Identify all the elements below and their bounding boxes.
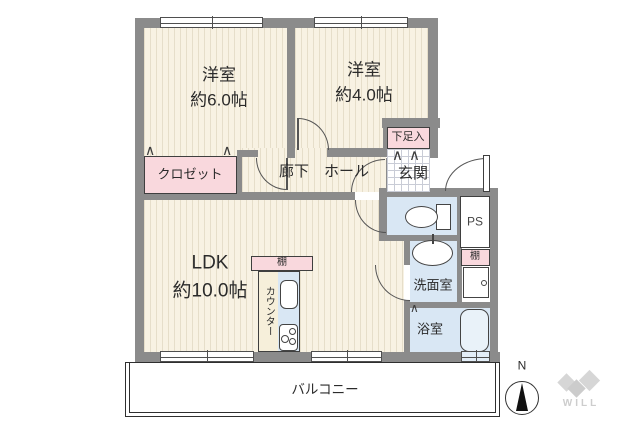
logo-text: WILL [562, 397, 600, 409]
window [311, 350, 382, 363]
bathroom-label: 浴室 [416, 321, 444, 337]
balcony [125, 362, 500, 417]
wall [237, 150, 242, 200]
compass-needle [516, 383, 528, 411]
washroom-shelf-label: 棚 [470, 250, 480, 262]
shoe-cabinet-label: 下足入 [391, 131, 425, 144]
washing-machine-pan [463, 267, 489, 298]
closet-door-mark: ∧ [145, 143, 156, 159]
window [314, 16, 408, 29]
room-size: 約10.0帖 [172, 280, 248, 301]
closet-door-mark: ∧ [222, 143, 233, 159]
ldk-label: LDK 約10.0帖 [173, 249, 248, 304]
front-door-leaf [483, 155, 490, 192]
wall [404, 302, 490, 308]
closet-label: クロゼット [157, 166, 223, 182]
washbasin [412, 240, 453, 266]
entrance-step-line [386, 158, 387, 192]
door-leaf-bedroom-a [286, 158, 288, 190]
window [160, 16, 263, 29]
hallway-label: 廊下 ホール [278, 163, 370, 181]
toilet-tank [436, 204, 451, 230]
toilet-bowl [405, 206, 438, 228]
door-arc-front-door [445, 158, 487, 191]
balcony-label: バルコニー [291, 382, 359, 398]
wall [144, 192, 355, 200]
wall [379, 188, 498, 197]
wall [135, 18, 144, 362]
wall [327, 148, 390, 157]
wall [242, 150, 258, 157]
shoe-cabinet-door-mark: ∧ [392, 146, 403, 164]
shoe-cabinet-door-mark: ∧ [409, 146, 420, 164]
closet-box [144, 156, 237, 194]
wall [404, 300, 412, 352]
kitchen-sink [280, 280, 298, 309]
bathtub [460, 309, 489, 352]
room-name: 洋室 [346, 60, 381, 80]
stove-burner [289, 328, 296, 335]
window [160, 350, 254, 363]
counter-label: カウンター [263, 286, 275, 336]
stove-burner [281, 335, 289, 343]
stove-burner [289, 338, 296, 345]
bedroom-a-label: 洋室 約6.0帖 [190, 63, 248, 112]
wall [383, 126, 390, 157]
pipe-space-box [460, 196, 490, 248]
bedroom-a-floor [144, 28, 287, 157]
kitchen-shelf-box [251, 256, 313, 271]
washing-machine-drain [481, 280, 487, 286]
wall [379, 235, 462, 241]
bedroom-b-label: 洋室 約4.0帖 [335, 58, 393, 107]
room-name: 洋室 [201, 65, 236, 85]
compass-north-label: N [517, 358, 527, 373]
room-size: 約4.0帖 [335, 85, 393, 104]
wall [457, 241, 462, 302]
wall [382, 118, 440, 128]
bathroom-door-mark: ∧ [410, 301, 419, 315]
washbasin-tap [432, 234, 434, 244]
washroom-label: 洗面室 [413, 277, 453, 293]
wall [490, 190, 498, 362]
entrance-label: 玄関 [397, 165, 429, 183]
kitchen-shelf-label: 棚 [277, 256, 287, 268]
room-size: 約6.0帖 [190, 90, 248, 109]
washroom-shelf-box [461, 249, 490, 266]
wall [428, 18, 438, 158]
shoe-cabinet-box [387, 127, 430, 149]
bathroom-window [461, 350, 490, 363]
pipe-space-label: PS [466, 214, 484, 229]
wall [287, 28, 295, 158]
entrance-tile-floor [387, 149, 430, 192]
wall [456, 196, 461, 241]
wall [135, 18, 438, 28]
wall [404, 235, 412, 265]
door-leaf-bedroom-b [297, 118, 299, 150]
room-name: LDK [191, 252, 229, 274]
